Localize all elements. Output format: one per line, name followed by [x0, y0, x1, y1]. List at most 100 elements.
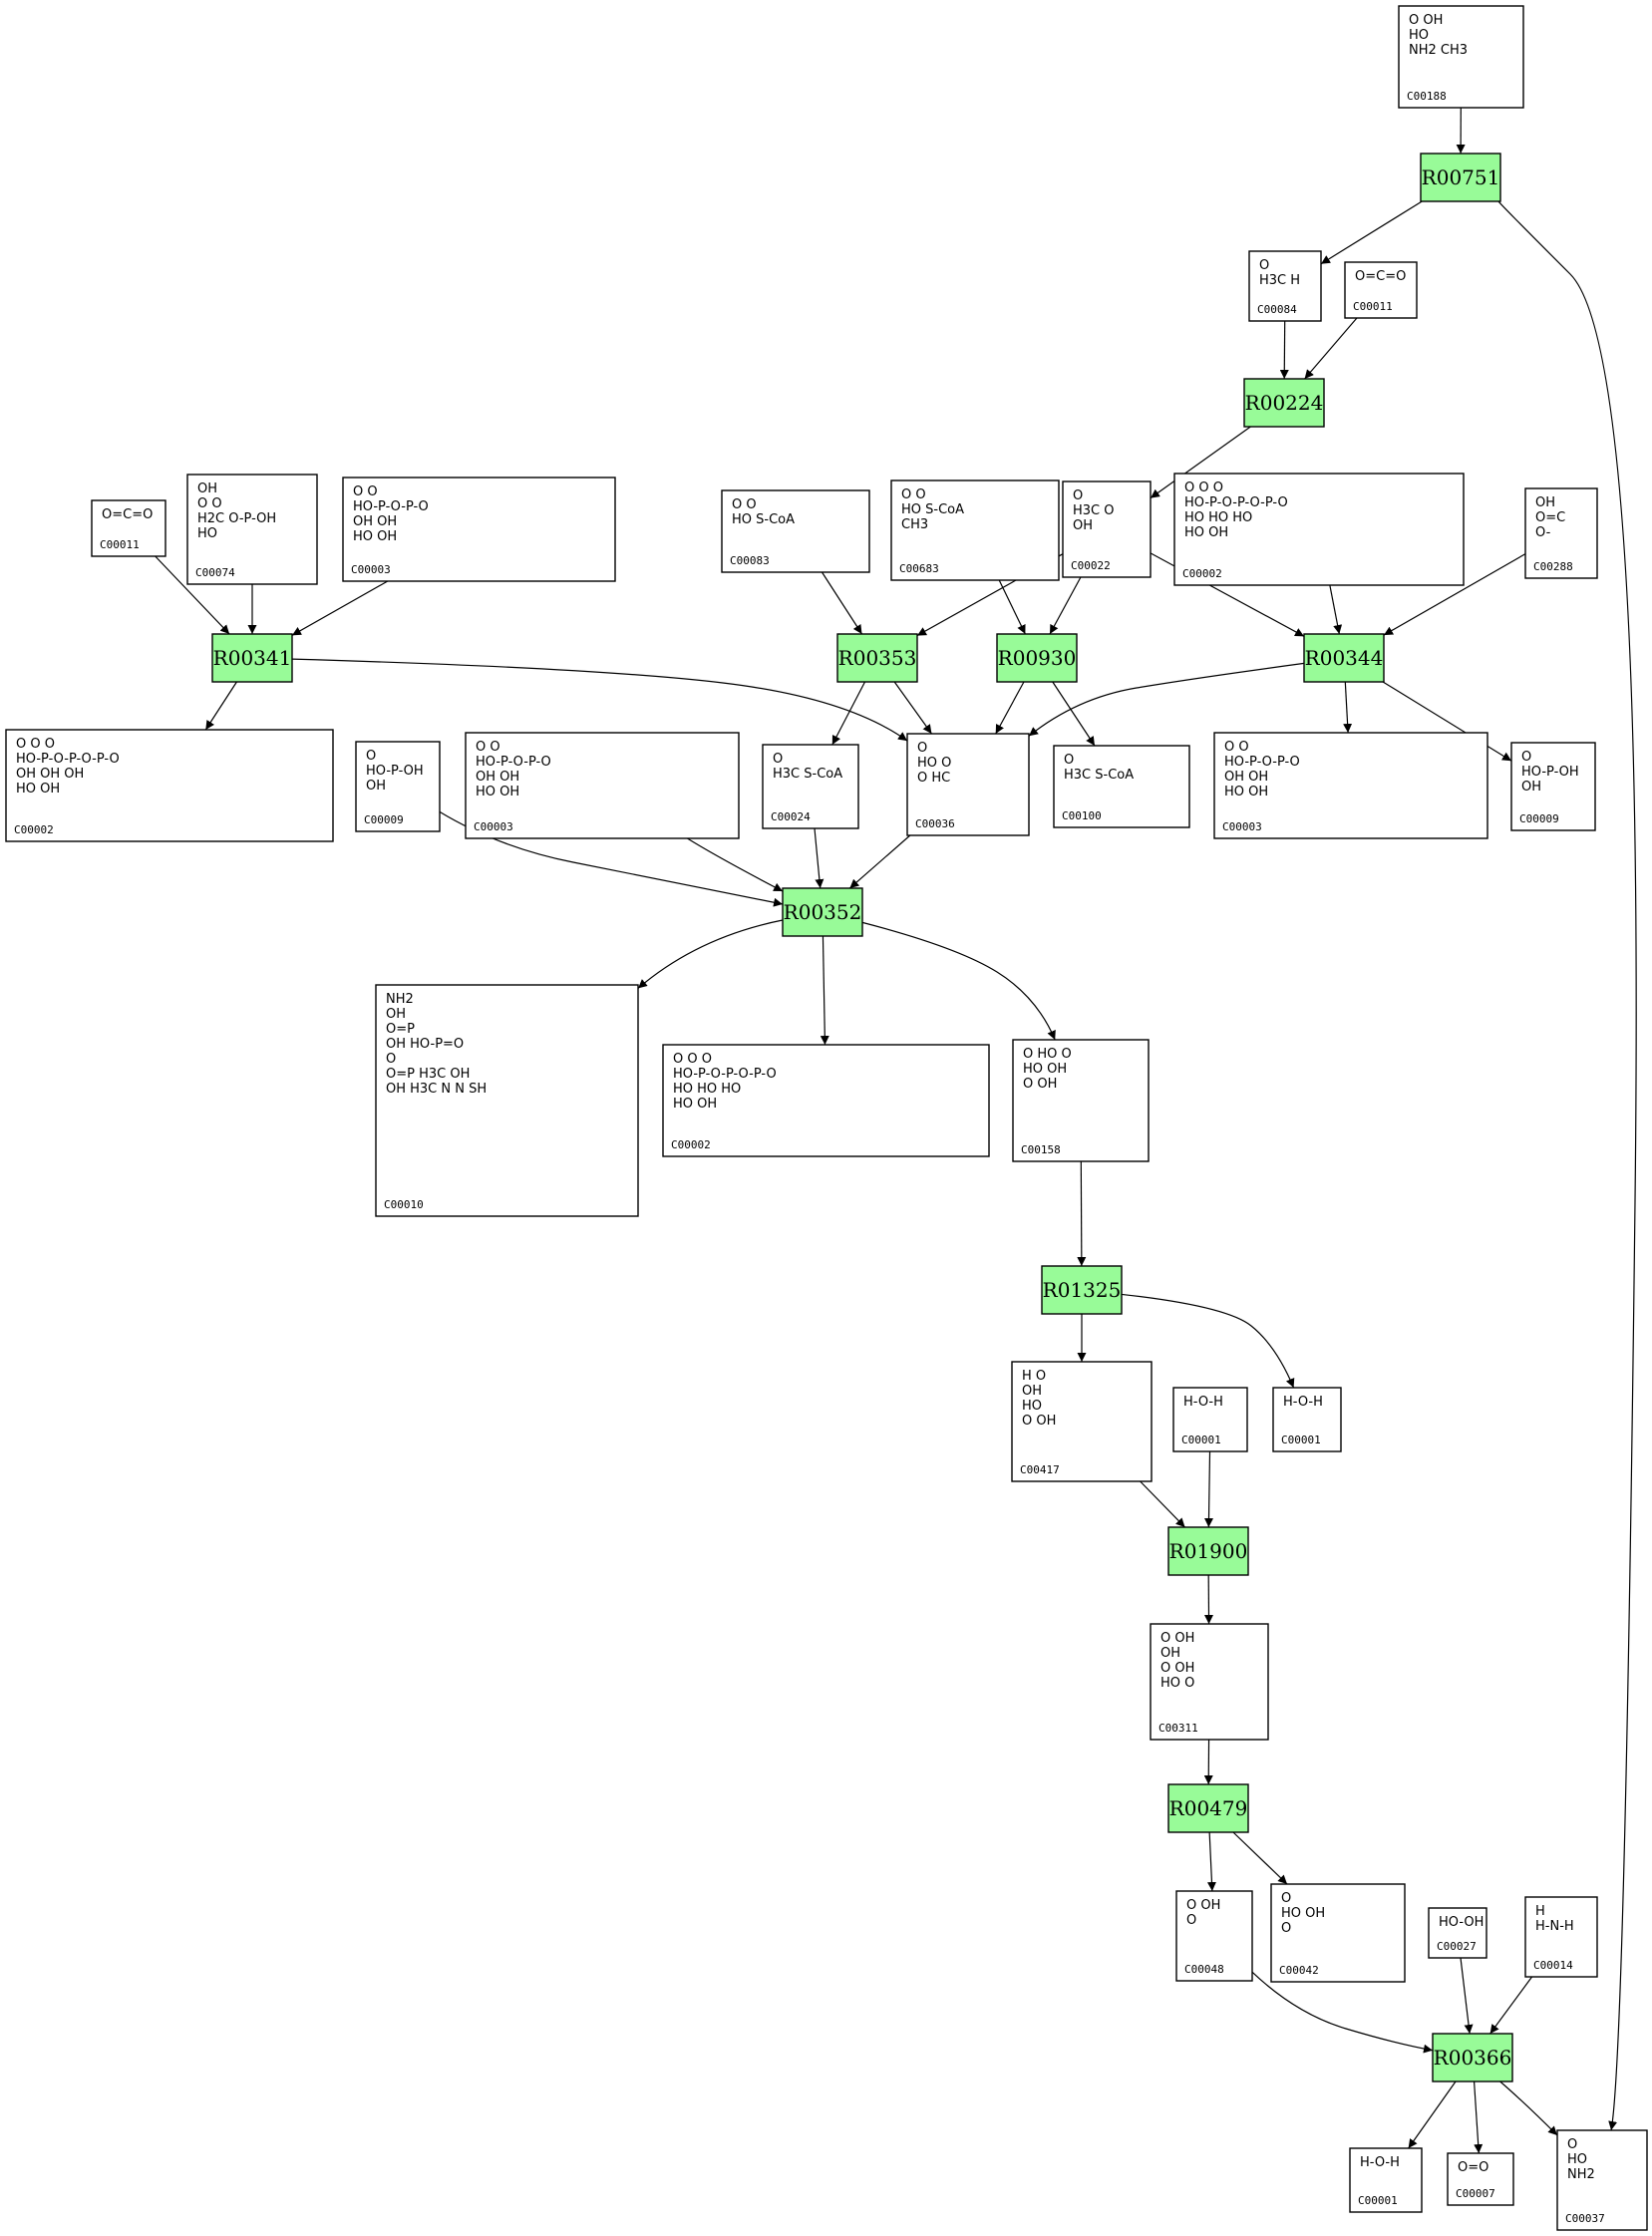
structure-text: OH [1022, 1384, 1042, 1399]
edge-r00366-to-c00037 [1499, 2080, 1558, 2136]
edge-c00011b-to-r00341 [155, 555, 230, 635]
structure-text: HO-P-O-P-O [353, 499, 429, 514]
compound-box [1270, 1883, 1406, 1983]
structure-text: HO-P-OH [366, 764, 424, 779]
compound-box [1012, 1039, 1150, 1162]
reaction-r01325[interactable]: R01325 [1041, 1265, 1123, 1315]
compound-id-label: C00027 [1437, 1940, 1477, 1953]
structure-text: O [386, 1052, 396, 1067]
compound-c00027[interactable]: HO-OH C00027 [1428, 1907, 1487, 1959]
structure-text: HO OH [1224, 785, 1268, 799]
structure-text: O [1521, 750, 1531, 765]
compound-box [1272, 1387, 1342, 1452]
structure-text: OH OH [476, 770, 519, 785]
compound-box [1173, 473, 1465, 586]
compound-box [1053, 745, 1190, 828]
compound-id-label: C00084 [1257, 303, 1297, 316]
structure-text: O O [901, 487, 926, 502]
structure-text: OH OH OH [16, 767, 84, 782]
structure-text: HO O [917, 756, 951, 771]
edge-r00341-to-c00002b [204, 681, 237, 731]
structure-text: HO-P-O-P-O [1224, 755, 1300, 770]
reaction-r00366[interactable]: R00366 [1432, 2033, 1513, 2082]
edge-r00366-to-c00001c [1408, 2080, 1457, 2149]
reaction-r00930[interactable]: R00930 [996, 633, 1078, 683]
compound-box [1349, 2147, 1423, 2213]
structure-text: O O O [1184, 480, 1223, 495]
structure-text: OH OH [1224, 770, 1268, 785]
edge-r00479-to-c00048 [1206, 1831, 1216, 1892]
compound-box [1344, 261, 1418, 319]
reaction-r00224[interactable]: R00224 [1243, 378, 1325, 428]
structure-text: O=C [1535, 510, 1565, 525]
reaction-r00479[interactable]: R00479 [1167, 1783, 1249, 1833]
compound-id-label: C00048 [1184, 1963, 1224, 1976]
structure-text: O [1281, 1891, 1291, 1906]
compound-c00288[interactable]: OHO=CO-C00288 [1524, 487, 1598, 579]
edges-layer [155, 107, 1637, 2154]
structure-text: H3C O [1073, 503, 1115, 518]
structure-text: O [1073, 488, 1083, 503]
structure-text: O=O [1458, 2160, 1488, 2175]
reaction-box [836, 633, 918, 683]
structure-text: O=C=O [102, 507, 153, 522]
structure-text: HO-OH [1439, 1915, 1484, 1930]
reaction-id-label: R00366 [1434, 2046, 1512, 2070]
compound-id-label: C00003 [1222, 820, 1262, 833]
reaction-r00353[interactable]: R00353 [836, 633, 918, 683]
structure-text: HO OH [1023, 1062, 1067, 1077]
reaction-r00751[interactable]: R00751 [1420, 153, 1501, 202]
reaction-id-label: R00341 [213, 646, 292, 670]
edge-r00353-to-c00024 [831, 681, 866, 746]
compound-id-label: C00022 [1071, 559, 1111, 572]
reaction-r01900[interactable]: R01900 [1167, 1526, 1249, 1576]
structure-text: HO OH [353, 529, 397, 544]
structure-text: HO-P-O-P-O-P-O [16, 752, 120, 767]
structure-text: HO-P-O-P-O-P-O [673, 1067, 777, 1082]
structure-text: NH2 [1567, 2167, 1595, 2182]
compound-id-label: C00074 [195, 566, 235, 579]
structure-text: CH3 [901, 517, 928, 532]
reaction-box [1041, 1265, 1123, 1315]
reaction-r00341[interactable]: R00341 [211, 633, 293, 683]
reaction-r00352[interactable]: R00352 [782, 887, 863, 937]
compound-box [1011, 1361, 1153, 1482]
structure-text: NH2 [386, 992, 414, 1007]
structure-text: HO-P-OH [1521, 765, 1579, 780]
reaction-r00344[interactable]: R00344 [1303, 633, 1385, 683]
reaction-id-label: R00353 [838, 646, 917, 670]
reaction-box [996, 633, 1078, 683]
